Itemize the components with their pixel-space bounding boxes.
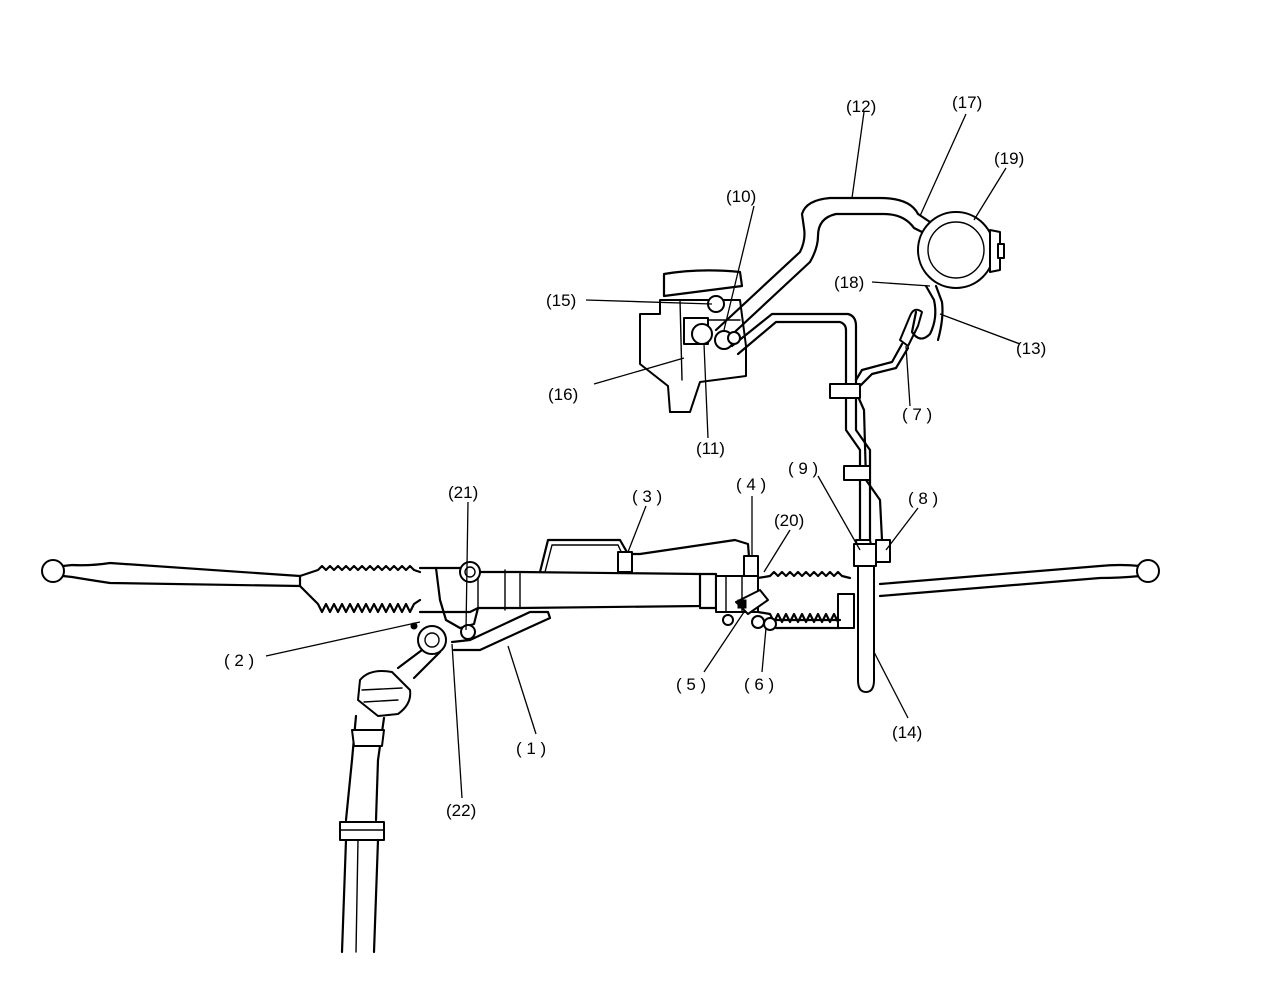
callout-15: (15) [546, 291, 576, 310]
steering-gearbox [418, 561, 759, 630]
callout-18: (18) [834, 273, 864, 292]
callout-14: (14) [892, 723, 922, 742]
callout-3: ( 3 ) [632, 487, 662, 506]
left-tie-rod [41, 559, 302, 588]
steering-shaft [339, 625, 447, 954]
callout-19: (19) [994, 149, 1024, 168]
callout-labels: ( 1 ) ( 2 ) ( 3 ) ( 4 ) ( 5 ) ( 6 ) ( 7 … [224, 93, 1046, 820]
rack-pipes [410, 538, 842, 652]
callout-13: (13) [1016, 339, 1046, 358]
vertical-pipes [829, 308, 923, 542]
callout-6: ( 6 ) [744, 675, 774, 694]
bracket-plate [853, 539, 891, 693]
reservoir [910, 211, 1005, 342]
callout-12: (12) [846, 97, 876, 116]
callout-8: ( 8 ) [908, 489, 938, 508]
leader-lines [265, 111, 1021, 799]
pump-fittings [691, 295, 741, 350]
callout-20: (20) [774, 511, 804, 530]
callout-5: ( 5 ) [676, 675, 706, 694]
callout-21: (21) [448, 483, 478, 502]
callout-22: (22) [446, 801, 476, 820]
right-boot [756, 570, 855, 629]
right-tie-rod [878, 559, 1160, 598]
callout-17: (17) [952, 93, 982, 112]
callout-9: ( 9 ) [788, 459, 818, 478]
callout-1: ( 1 ) [516, 739, 546, 758]
left-boot [298, 564, 422, 614]
callout-7: ( 7 ) [902, 405, 932, 424]
callout-4: ( 4 ) [736, 475, 766, 494]
pressure-hose [714, 196, 932, 382]
callout-11: (11) [696, 439, 725, 458]
callout-2: ( 2 ) [224, 651, 254, 670]
callout-16: (16) [548, 385, 578, 404]
callout-10: (10) [726, 187, 756, 206]
